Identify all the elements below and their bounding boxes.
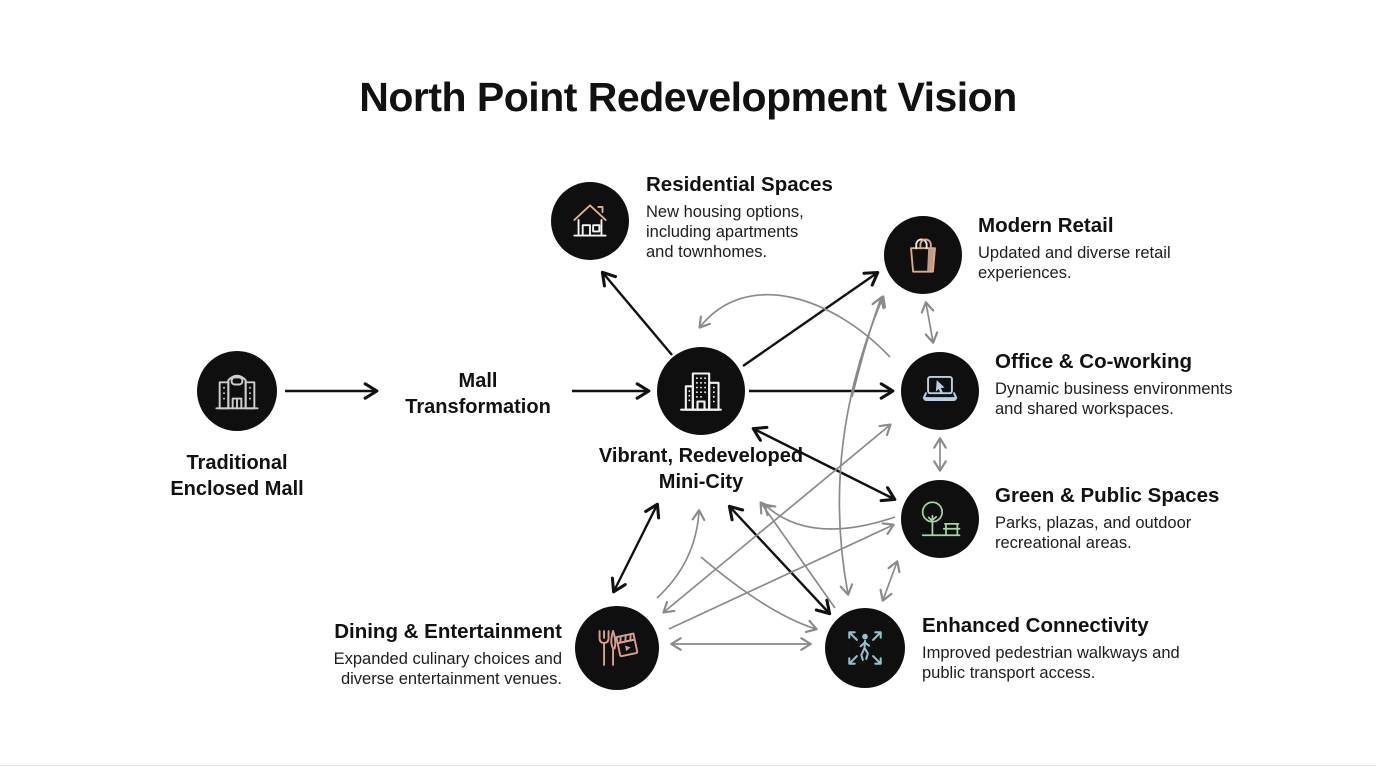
mall-building-icon [215, 374, 259, 410]
office-text: Office & Co-working Dynamic business env… [995, 350, 1275, 419]
house-icon [573, 204, 607, 237]
dining-text: Dining & Entertainment Expanded culinary… [278, 620, 562, 689]
connectivity-title: Enhanced Connectivity [922, 614, 1149, 637]
tree-bench-icon [921, 501, 961, 537]
dining-description: Expanded culinary choices and diverse en… [333, 650, 562, 689]
traditional-mall-label: Traditional Enclosed Mall [170, 452, 304, 500]
connectivity-node [825, 608, 905, 688]
dining-title: Dining & Entertainment [334, 620, 562, 643]
office-description: Dynamic business environments and shared… [995, 380, 1233, 419]
residential-description: New housing options, including apartment… [646, 203, 804, 262]
green-spaces-text: Green & Public Spaces Parks, plazas, and… [995, 484, 1265, 553]
green-spaces-title: Green & Public Spaces [995, 484, 1220, 507]
residential-text: Residential Spaces New housing options, … [646, 173, 876, 262]
bottom-divider [0, 765, 1376, 766]
secondary-arrows [656, 293, 947, 651]
dining-node [575, 606, 659, 690]
mall-transformation-label: Mall Transformation [405, 370, 551, 418]
residential-title: Residential Spaces [646, 173, 833, 196]
retail-description: Updated and diverse retail experiences. [978, 244, 1171, 283]
connectivity-description: Improved pedestrian walkways and public … [922, 644, 1180, 683]
office-title: Office & Co-working [995, 350, 1193, 373]
retail-node [884, 216, 962, 294]
page-title: North Point Redevelopment Vision [359, 74, 1017, 120]
shopping-bag-icon [910, 238, 936, 273]
city-buildings-icon [680, 372, 722, 411]
connectivity-text: Enhanced Connectivity Improved pedestria… [922, 614, 1222, 683]
retail-title: Modern Retail [978, 214, 1114, 237]
mini-city-node [657, 347, 745, 435]
green-spaces-description: Parks, plazas, and outdoor recreational … [995, 514, 1192, 553]
fork-knife-clapperboard-icon [598, 630, 639, 666]
traditional-mall-node [197, 351, 277, 431]
pedestrian-expand-icon [848, 631, 882, 665]
mini-city-label: Vibrant, Redeveloped Mini-City [598, 445, 804, 493]
retail-text: Modern Retail Updated and diverse retail… [978, 214, 1238, 283]
laptop-cursor-icon [922, 375, 958, 401]
residential-node [551, 182, 629, 260]
office-node [901, 352, 979, 430]
green-spaces-node [901, 480, 979, 558]
